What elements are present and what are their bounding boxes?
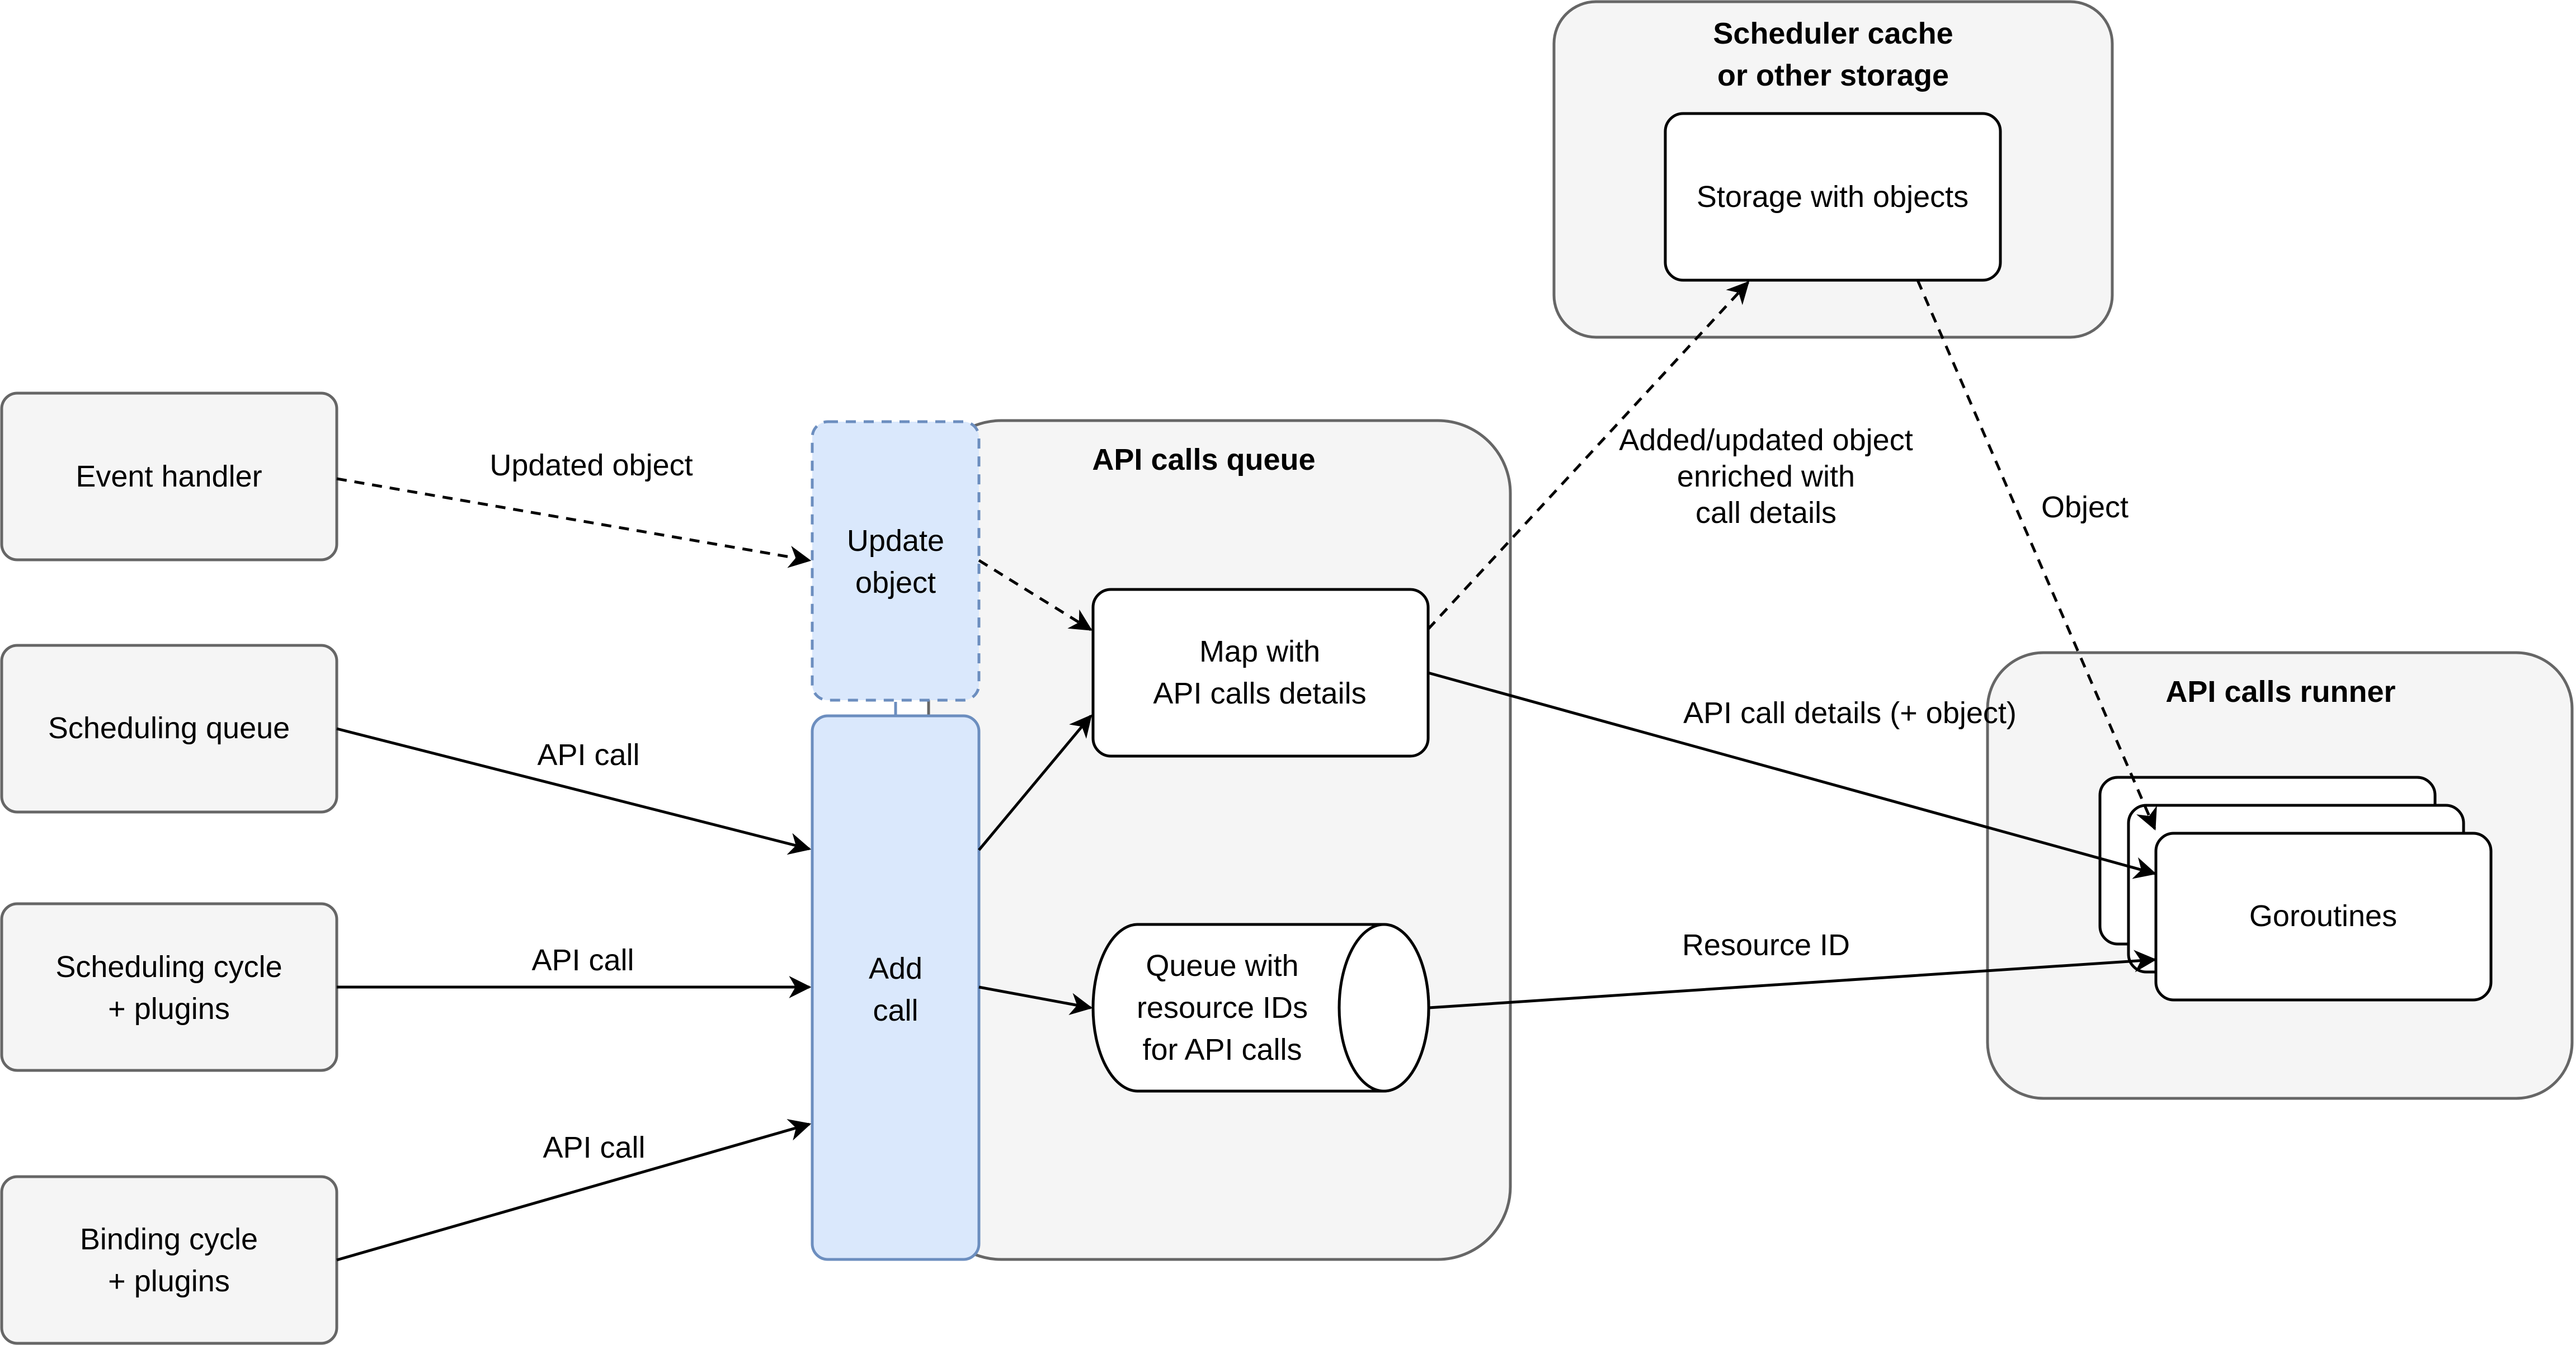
scheduling-cycle-label-line2: + plugins (108, 992, 230, 1026)
scheduling-queue-label: Scheduling queue (48, 711, 290, 745)
queue-label-line1: Queue with (1146, 949, 1298, 983)
queue-cylinder: Queue with resource IDs for API calls (1091, 923, 1430, 1093)
edge-label-object: Object (2041, 490, 2128, 524)
edge-queue-to-add (336, 727, 812, 855)
storage-label: Storage with objects (1697, 180, 1969, 214)
update-object-box: Update object (811, 420, 981, 702)
scheduler-cache-title-line2: or other storage (1717, 59, 1949, 92)
edge-binding-to-add (336, 1119, 812, 1262)
add-call-label-line1: Add (869, 952, 922, 985)
binding-cycle-box: Binding cycle + plugins (0, 1175, 338, 1345)
storage-box: Storage with objects (1664, 112, 2002, 282)
update-object-label-line2: object (855, 566, 936, 600)
queue-label-line3: for API calls (1142, 1033, 1302, 1066)
add-call-label-line2: call (873, 994, 918, 1027)
binding-cycle-label-line1: Binding cycle (80, 1223, 258, 1256)
edge-add-to-map (978, 714, 1092, 851)
api-calls-runner-title: API calls runner (2165, 675, 2395, 709)
map-api-calls-box: Map with API calls details (1091, 588, 1430, 758)
edge-update-to-map (978, 559, 1092, 631)
edge-label-updated-object: Updated object (489, 449, 693, 482)
edge-map-to-goroutines (1428, 671, 2157, 879)
edge-label-api-call-1: API call (537, 738, 639, 772)
edge-add-to-queue (978, 985, 1093, 1015)
edge-label-api-call-3: API call (543, 1131, 645, 1164)
event-handler-label: Event handler (76, 460, 262, 493)
edge-label-api-call-details: API call details (+ object) (1683, 696, 2017, 730)
api-calls-queue-container: API calls queue (927, 419, 1512, 1261)
add-call-box: Add call (811, 714, 981, 1261)
scheduler-cache-title-line1: Scheduler cache (1713, 17, 1953, 50)
edge-label-added-updated-line1: Added/updated object (1619, 423, 1913, 457)
goroutines-stack: Goroutines (2098, 776, 2493, 1002)
binding-cycle-label-line2: + plugins (108, 1264, 230, 1298)
edge-label-added-updated-line3: call details (1696, 496, 1836, 530)
edge-map-to-storage (1427, 281, 1750, 630)
scheduling-cycle-label-line1: Scheduling cycle (55, 950, 282, 984)
map-label-line1: Map with (1199, 635, 1320, 668)
edge-queue-to-goroutines (1428, 950, 2157, 1009)
api-calls-queue-title: API calls queue (1092, 443, 1315, 476)
goroutine-card-front (2154, 832, 2493, 1002)
scheduling-queue-box: Scheduling queue (0, 644, 338, 814)
queue-label-line2: resource IDs (1137, 991, 1308, 1025)
edge-label-added-updated-line2: enriched with (1677, 460, 1855, 493)
edge-label-resource-id: Resource ID (1682, 928, 1850, 962)
map-label-line2: API calls details (1153, 677, 1366, 710)
edge-label-api-call-2: API call (531, 943, 634, 977)
goroutines-label: Goroutines (2249, 899, 2397, 933)
event-handler-box: Event handler (0, 391, 338, 561)
scheduling-cycle-box: Scheduling cycle + plugins (0, 902, 338, 1072)
edge-event-to-update (336, 477, 812, 568)
update-object-label-line1: Update (847, 524, 944, 558)
